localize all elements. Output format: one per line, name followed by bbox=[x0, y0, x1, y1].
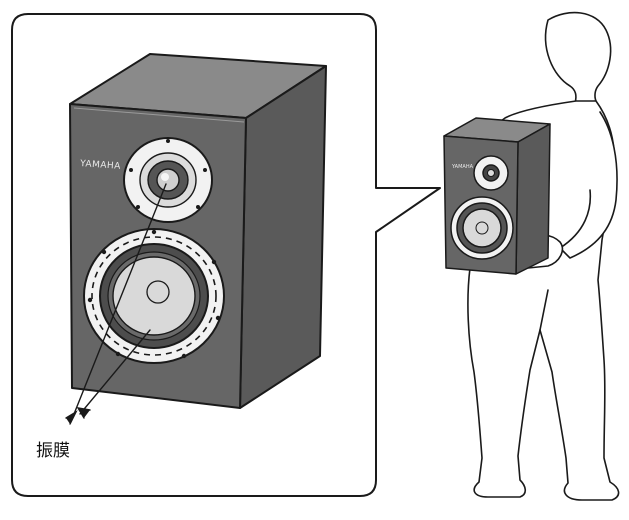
tweeter-dome bbox=[156, 168, 180, 192]
leader-lines bbox=[65, 183, 167, 425]
tweeter-screws bbox=[129, 139, 207, 209]
leader-arrowhead-left bbox=[65, 410, 78, 425]
diaphragm-label: 振膜 bbox=[36, 441, 70, 461]
leader-line-tweeter bbox=[73, 183, 167, 415]
large-speaker: YAMAHA bbox=[69, 53, 327, 409]
leader-line-woofer bbox=[79, 329, 151, 415]
tweeter bbox=[123, 137, 213, 223]
woofer bbox=[83, 228, 225, 364]
small-brand-logo: YAMAHA bbox=[451, 164, 474, 170]
small-tweeter-center bbox=[487, 169, 495, 177]
large-speaker-edge bbox=[73, 107, 245, 123]
person-arm-back bbox=[559, 111, 618, 259]
woofer-dust-cap bbox=[146, 280, 170, 304]
woofer-screws bbox=[87, 229, 221, 359]
brand-logo: YAMAHA bbox=[79, 159, 122, 172]
person-head bbox=[544, 11, 612, 104]
person-leg-divider bbox=[539, 289, 549, 331]
small-speaker-side bbox=[515, 123, 551, 275]
small-speaker: YAMAHA bbox=[443, 117, 551, 275]
large-speaker-side bbox=[239, 65, 327, 409]
tweeter-dome-highlight bbox=[161, 173, 169, 181]
small-woofer-cap bbox=[475, 221, 489, 235]
leader-arrowhead-right bbox=[76, 407, 91, 419]
woofer-dash-ring bbox=[91, 236, 217, 356]
